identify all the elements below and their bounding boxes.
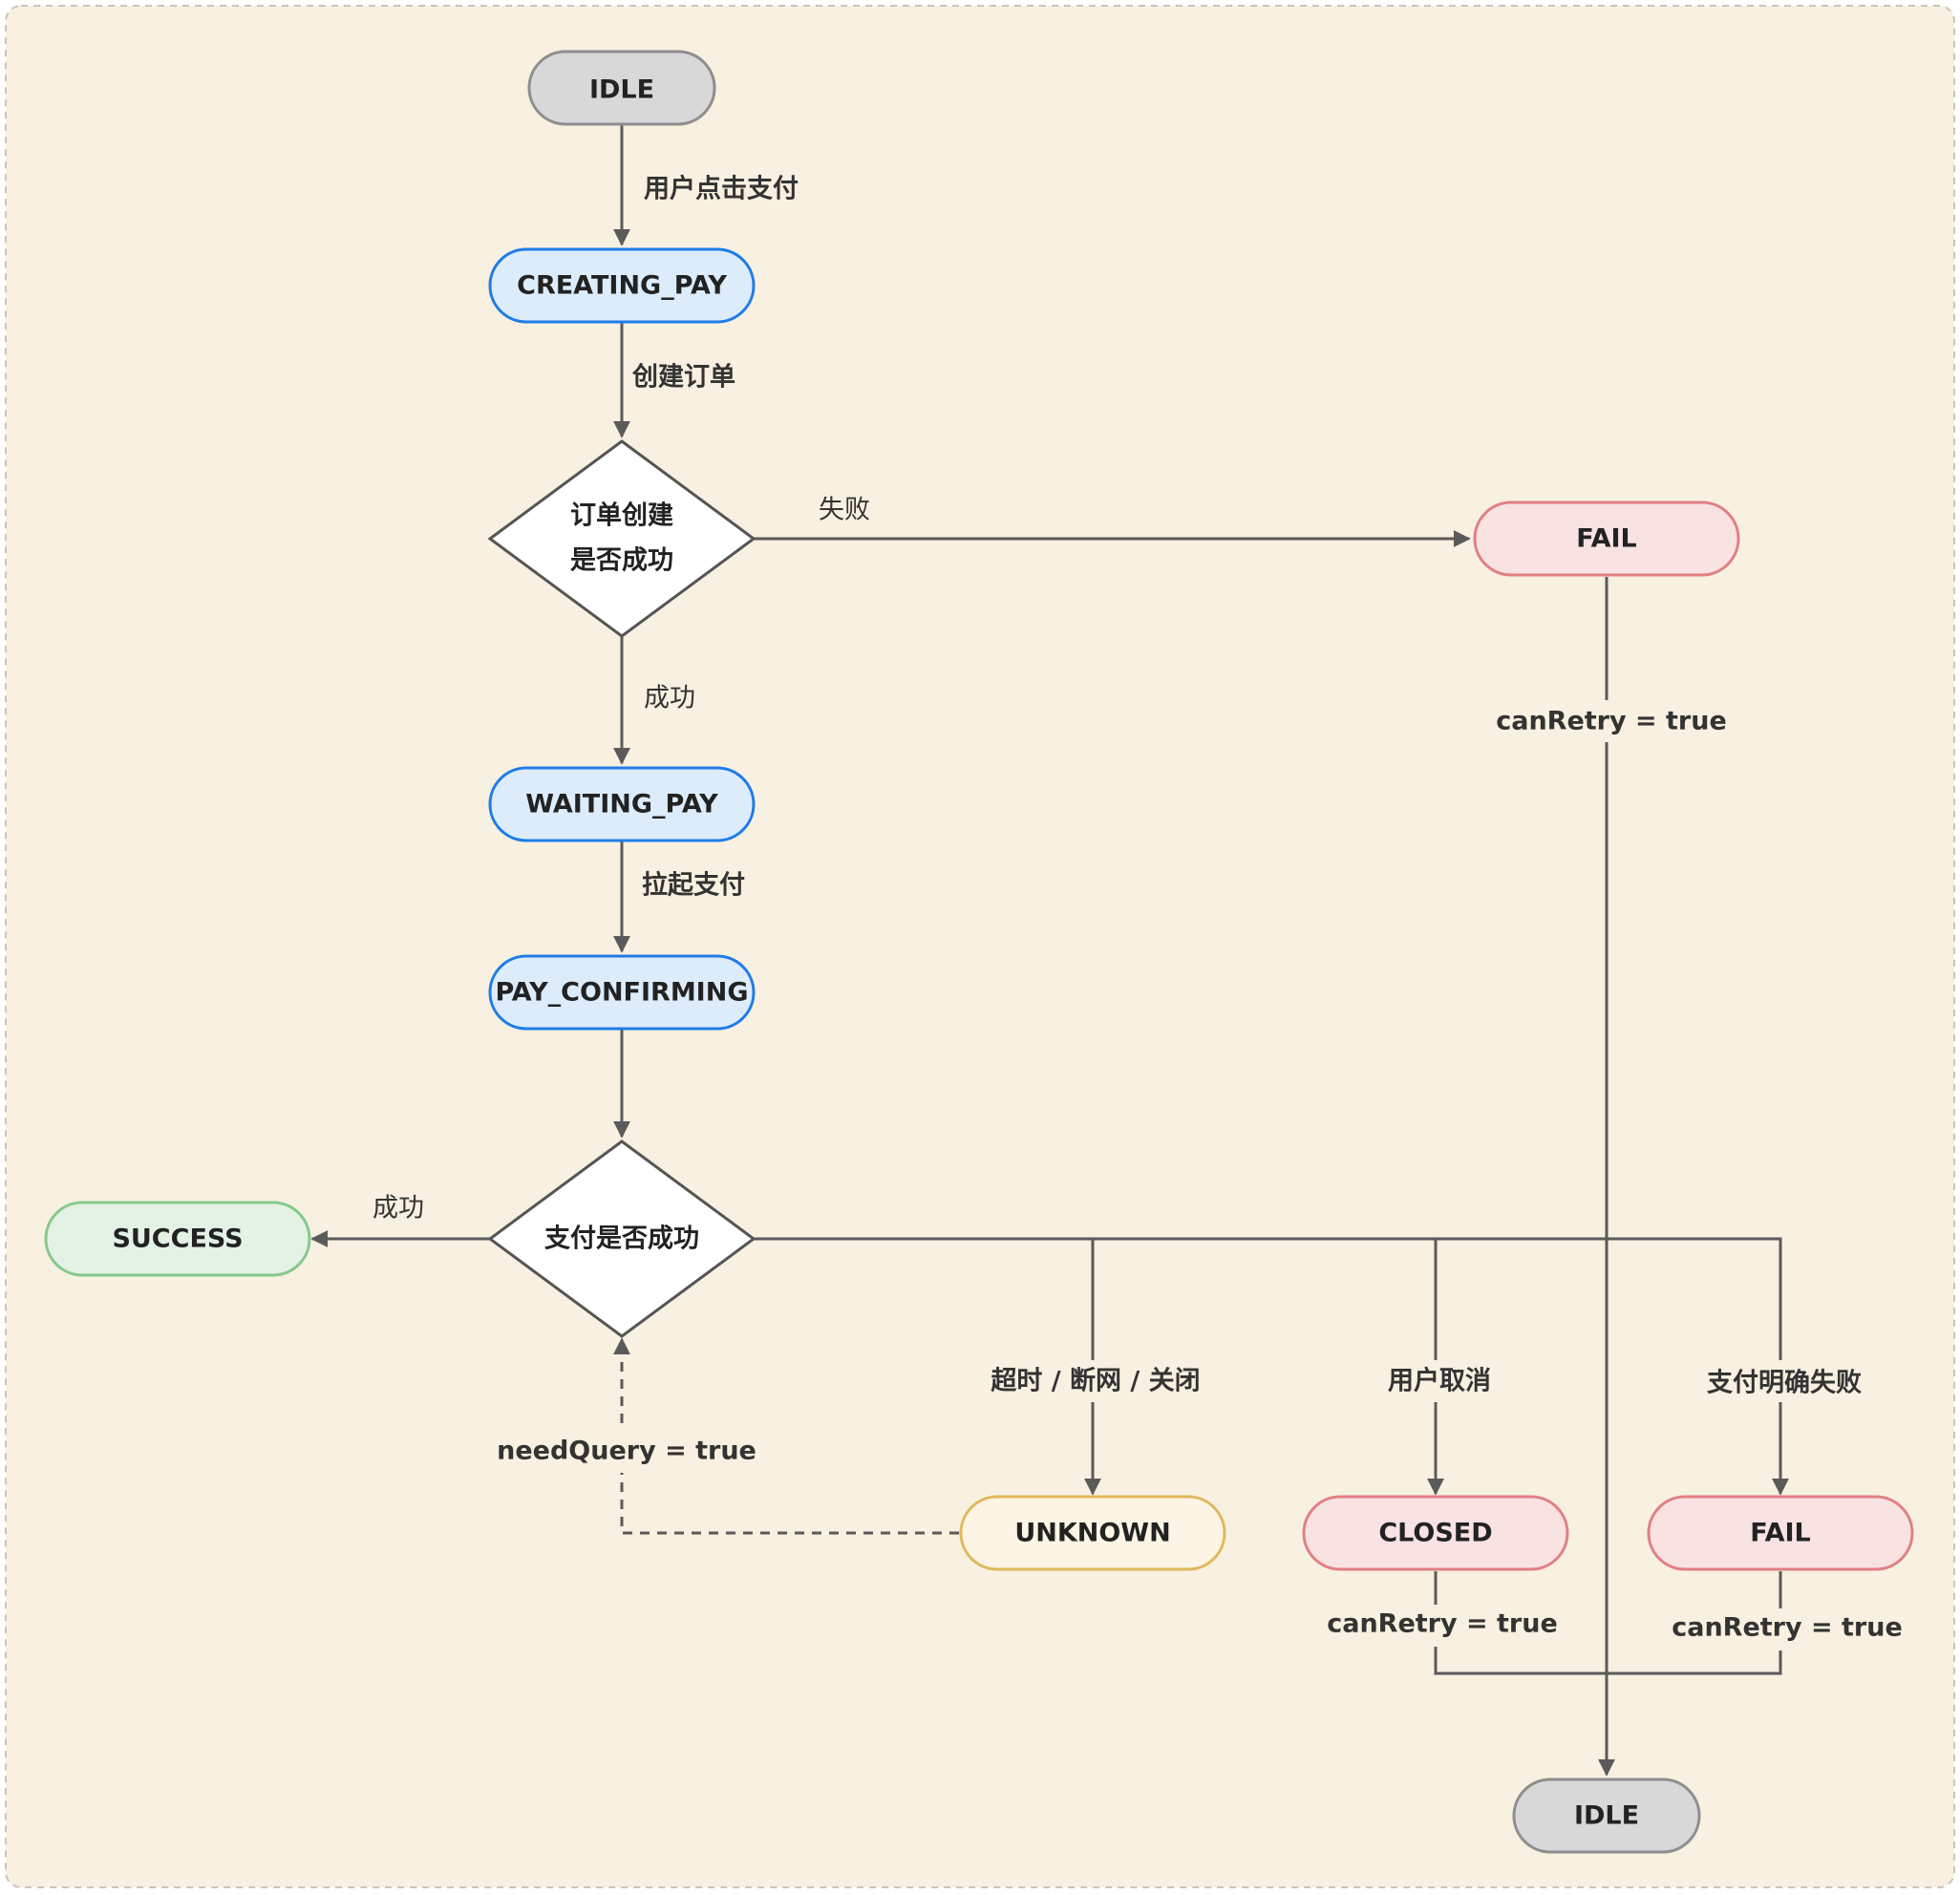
state-closed: CLOSED	[1302, 1495, 1569, 1571]
state-success-label: SUCCESS	[112, 1224, 243, 1254]
label-backdrop-fail-bottom	[1677, 1608, 1899, 1650]
label-backdrop-fail-edge	[1700, 1360, 1864, 1402]
state-idle-bottom-label: IDLE	[1574, 1801, 1639, 1831]
edge-label-timeout: 超时 / 断网 / 关闭	[991, 1367, 1200, 1396]
decision-payment-success-shape	[487, 1139, 756, 1338]
label-backdrop-unknown	[990, 1360, 1202, 1402]
edge-label-can-retry-fail-top: canRetry = true	[1496, 707, 1727, 736]
label-backdrop-requery	[508, 1431, 745, 1473]
state-fail-bottom-shape	[1647, 1495, 1914, 1571]
state-unknown-shape	[959, 1495, 1226, 1571]
state-fail-top-label: FAIL	[1576, 524, 1637, 554]
state-waiting-pay: WAITING_PAY	[488, 766, 756, 842]
state-unknown: UNKNOWN	[959, 1495, 1226, 1571]
state-fail-bottom: FAIL	[1647, 1495, 1914, 1571]
state-waiting-pay-shape	[488, 766, 756, 842]
state-pay-confirming-shape	[488, 954, 756, 1031]
label-backdrop-closed-edge	[1383, 1360, 1494, 1402]
state-pay-confirming-label: PAY_CONFIRMING	[496, 978, 749, 1008]
decision-payment-success: 支付是否成功	[487, 1139, 756, 1338]
edge-decision-bus	[754, 1237, 1789, 1496]
decision-order-created-line1: 订单创建	[570, 501, 673, 531]
decision-payment-success-label: 支付是否成功	[544, 1224, 699, 1254]
state-idle-bottom-shape	[1512, 1778, 1701, 1854]
state-fail-top: FAIL	[1473, 500, 1740, 577]
state-idle-top-shape	[527, 50, 716, 126]
decision-order-created-shape	[487, 439, 756, 638]
edge-label-can-retry-closed: canRetry = true	[1327, 1609, 1558, 1639]
edge-label-create-order: 创建订单	[631, 363, 735, 393]
edge-label-pay-explicit-fail: 支付明确失败	[1707, 1368, 1862, 1398]
edge-label-need-query: needQuery = true	[497, 1437, 756, 1466]
edge-unknown-requery	[613, 1337, 959, 1535]
state-fail-top-shape	[1473, 500, 1740, 577]
state-success: SUCCESS	[44, 1201, 311, 1277]
edge-label-pay-success: 成功	[373, 1194, 424, 1224]
state-creating-pay: CREATING_PAY	[488, 247, 756, 324]
diagram-frame	[5, 5, 1955, 1888]
decision-order-created-line2: 是否成功	[570, 546, 673, 576]
state-closed-label: CLOSED	[1378, 1519, 1492, 1548]
state-idle-top-label: IDLE	[589, 75, 654, 105]
edge-label-order-fail: 失败	[819, 496, 870, 525]
state-fail-bottom-label: FAIL	[1750, 1519, 1811, 1548]
edge-label-order-success: 成功	[644, 684, 695, 713]
state-unknown-label: UNKNOWN	[1014, 1519, 1170, 1548]
edge-label-user-cancel: 用户取消	[1388, 1366, 1491, 1396]
decision-order-created: 订单创建 是否成功	[487, 439, 756, 638]
state-creating-pay-shape	[488, 247, 756, 324]
state-idle-bottom: IDLE	[1512, 1778, 1701, 1854]
state-pay-confirming: PAY_CONFIRMING	[488, 954, 756, 1031]
edge-label-can-retry-fail-bottom: canRetry = true	[1672, 1613, 1903, 1643]
label-backdrop-fail-top	[1503, 700, 1717, 742]
label-backdrops	[508, 700, 1899, 1650]
state-creating-pay-label: CREATING_PAY	[517, 271, 727, 301]
edge-label-launch-pay: 拉起支付	[642, 870, 745, 901]
state-success-shape	[44, 1201, 311, 1277]
edge-label-user-click-pay: 用户点击支付	[644, 174, 799, 204]
state-waiting-pay-label: WAITING_PAY	[525, 790, 718, 820]
label-backdrop-closed	[1333, 1605, 1553, 1647]
state-idle-top: IDLE	[527, 50, 716, 126]
state-closed-shape	[1302, 1495, 1569, 1571]
